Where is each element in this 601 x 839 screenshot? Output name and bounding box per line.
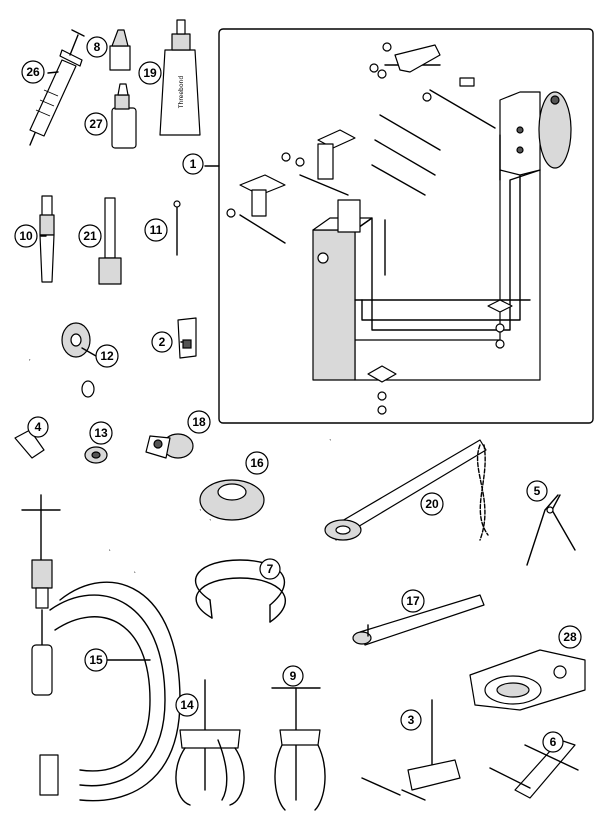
callout-13: 13 [89, 421, 113, 445]
pin-wrench [352, 594, 485, 646]
press-frame-with-slide-hammer [21, 494, 181, 802]
callout-18-label: 18 [192, 415, 206, 429]
callout-10: 10 [14, 224, 38, 248]
gear-puller-large [175, 679, 245, 806]
callout-18: 18 [187, 410, 211, 434]
callout-3-label: 3 [408, 713, 415, 727]
threebond-tube: Threebond [159, 19, 201, 136]
callout-2: 2 [151, 331, 173, 353]
callout-14-label: 14 [180, 698, 194, 712]
callout-9-label: 9 [290, 669, 297, 683]
callout-7: 7 [259, 558, 281, 580]
callout-27-label: 27 [89, 117, 103, 131]
syringe-tool [29, 29, 85, 146]
callout-15: 15 [84, 648, 108, 672]
callout-5-label: 5 [534, 484, 541, 498]
chain-wrench [324, 439, 489, 541]
callout-19-label: 19 [143, 66, 157, 80]
fork-holder-tool [108, 437, 332, 575]
gear-puller-small [271, 687, 326, 811]
small-bracket [177, 317, 197, 359]
bolt-with-disc [29, 322, 95, 398]
callout-4: 4 [27, 416, 49, 438]
clamp-ring [194, 559, 286, 623]
callout-16: 16 [245, 451, 269, 475]
callout-5: 5 [526, 480, 548, 502]
callout-19: 19 [138, 61, 162, 85]
callout-16-label: 16 [250, 456, 264, 470]
engine-stand-assembly [204, 28, 594, 424]
assembly-frame-box [218, 28, 594, 424]
holding-plate [469, 649, 586, 711]
bearing-tool [489, 739, 579, 799]
tube-label: Threebond [178, 76, 185, 109]
threaded-puller [145, 433, 194, 459]
loctite-bottle [111, 83, 137, 149]
callout-26-label: 26 [26, 65, 40, 79]
callout-21: 21 [78, 224, 102, 248]
callout-4-label: 4 [35, 420, 42, 434]
callout-14: 14 [175, 693, 199, 717]
callouts: 1 2 3 4 5 6 7 8 [14, 36, 582, 753]
callout-7-label: 7 [267, 562, 274, 576]
callout-1-label: 1 [190, 157, 197, 171]
chain-breaker [361, 699, 461, 801]
callout-6-label: 6 [550, 735, 557, 749]
callout-12: 12 [95, 344, 119, 368]
callout-11: 11 [144, 218, 168, 242]
callout-26: 26 [21, 60, 45, 84]
nut-piece [84, 446, 108, 464]
callout-15-label: 15 [89, 653, 103, 667]
callout-2-label: 2 [159, 335, 166, 349]
callout-17: 17 [401, 589, 425, 613]
callout-20-label: 20 [425, 497, 439, 511]
callout-11-label: 11 [150, 223, 163, 237]
callout-10-label: 10 [19, 229, 33, 243]
callout-8-label: 8 [94, 40, 101, 54]
callout-28-label: 28 [563, 630, 577, 644]
callout-28: 28 [558, 625, 582, 649]
callout-6: 6 [542, 731, 564, 753]
callout-17-label: 17 [406, 594, 420, 608]
callout-1: 1 [182, 153, 204, 175]
cone-piece [14, 429, 45, 459]
callout-8: 8 [86, 36, 108, 58]
circlip-pliers [526, 494, 576, 566]
slide-hammer-small [39, 195, 55, 283]
callout-12-label: 12 [100, 349, 114, 363]
callout-20: 20 [420, 492, 444, 516]
shaft-tool [98, 197, 122, 285]
callout-27: 27 [84, 112, 108, 136]
callout-3: 3 [400, 709, 422, 731]
callout-21-label: 21 [83, 229, 97, 243]
pin-tool [173, 200, 181, 256]
callout-13-label: 13 [94, 426, 108, 440]
callout-9: 9 [282, 665, 304, 687]
small-bottle [109, 29, 131, 71]
